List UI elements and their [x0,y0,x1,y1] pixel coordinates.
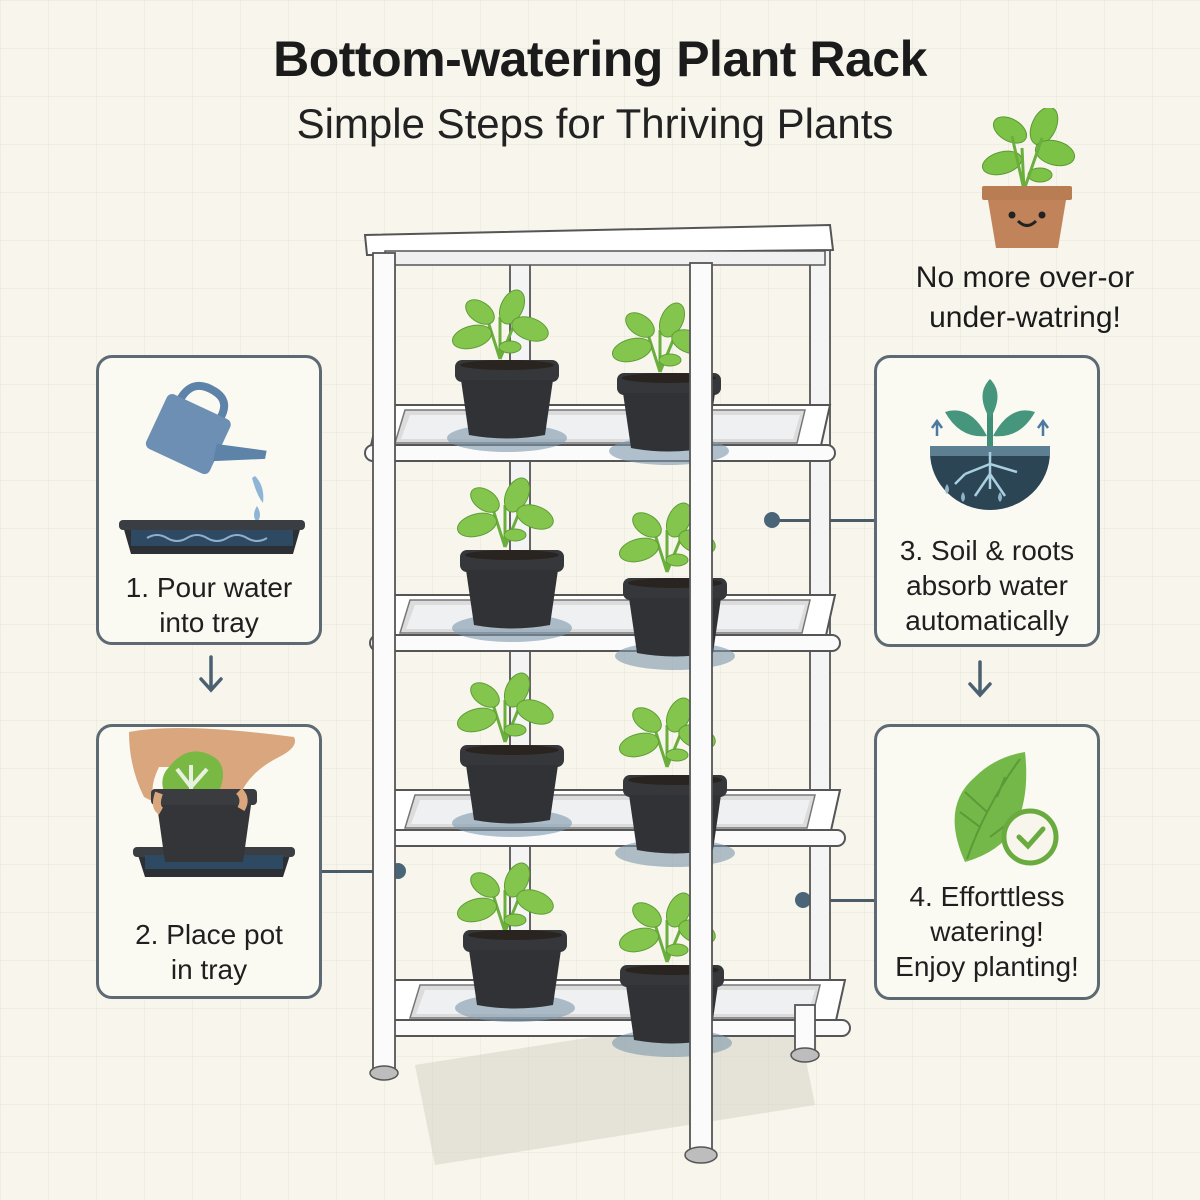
connector-step-4 [805,899,874,902]
step-2-card: 2. Place pot in tray [96,724,322,999]
tagline-line-1: No more over-or [915,261,1135,294]
arrow-down-icon [967,660,993,700]
arrow-down-icon [198,655,224,695]
tagline: No more over-or under-watring! [870,258,1180,338]
connector-dot [764,512,780,528]
smiling-potted-plant-icon [972,108,1082,253]
step-2-label: 2. Place pot in tray [135,919,283,985]
hand-placing-pot-icon [119,727,309,892]
plant-rack-illustration [355,205,855,1195]
leaf-check-icon [945,747,1065,872]
step-3-label: 3. Soil & roots absorb water automatical… [899,535,1075,636]
step-4-label: 4. Efforttless watering! Enjoy planting! [895,881,1079,982]
step-1-card: 1. Pour water into tray [96,355,322,645]
roots-absorb-icon [925,374,1055,514]
page-subtitle: Simple Steps for Thriving Plants [296,100,894,147]
connector-step-2 [322,870,397,873]
watering-can-tray-icon [117,378,307,558]
page-title: Bottom-watering Plant Rack [273,31,927,87]
connector-dot [795,892,811,908]
step-3-card: 3. Soil & roots absorb water automatical… [874,355,1100,647]
step-1-label: 1. Pour water into tray [125,572,293,638]
step-4-card: 4. Efforttless watering! Enjoy planting! [874,724,1100,1000]
tagline-line-2: under-watring! [929,301,1121,334]
